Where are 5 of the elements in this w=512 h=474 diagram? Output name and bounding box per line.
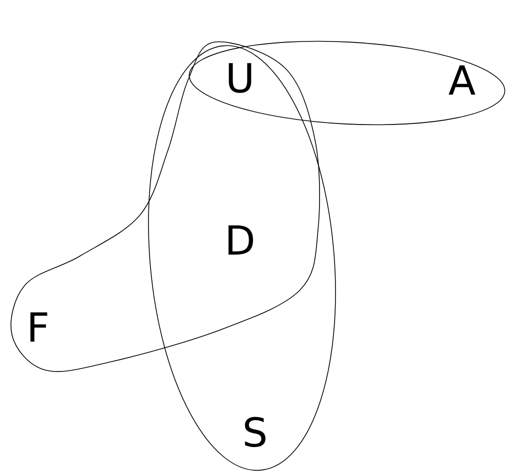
- set-label: F: [30, 312, 48, 342]
- region-label: U: [228, 63, 252, 93]
- set-label: A: [448, 65, 476, 95]
- region-label: D: [228, 225, 254, 255]
- set-label: S: [244, 416, 266, 448]
